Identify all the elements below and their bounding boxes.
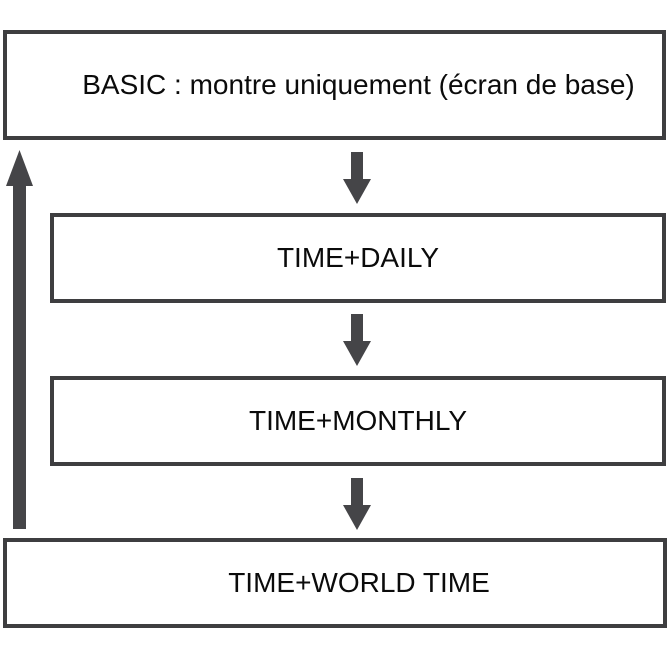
down-arrow-icon [343, 152, 371, 204]
node-time-monthly: TIME+MONTHLY [50, 376, 666, 466]
up-arrow-icon [6, 150, 33, 529]
down-arrow-icon [343, 314, 371, 366]
node-time-monthly-label: TIME+MONTHLY [248, 405, 468, 436]
node-time-world-time-label: TIME+WORLD TIME [228, 567, 490, 598]
node-time-world-time: TIME+WORLD TIME [3, 538, 667, 628]
node-time-daily-label: TIME+DAILY [276, 242, 440, 273]
node-basic-label: BASIC : montre uniquement (écran de base… [82, 69, 635, 100]
down-arrow-icon [343, 478, 371, 530]
node-basic: BASIC : montre uniquement (écran de base… [3, 30, 666, 140]
node-time-daily: TIME+DAILY [50, 213, 666, 303]
